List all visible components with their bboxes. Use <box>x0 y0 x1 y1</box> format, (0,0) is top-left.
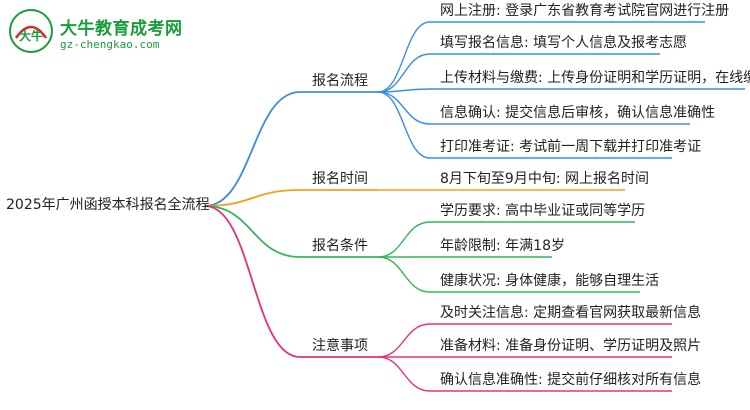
leaf-link-2-0 <box>377 221 431 258</box>
leaf-node-2-2: 健康状况: 身体健康，能够自理生活 <box>440 273 660 289</box>
leaf-node-0-2: 上传材料与缴费: 上传身份证明和学历证明，在线缴费 <box>440 70 750 86</box>
logo-url: gz-chengkao.com <box>60 38 160 51</box>
branch-label-0: 报名流程 <box>312 73 368 89</box>
leaf-link-0-1 <box>377 53 431 93</box>
leaf-link-0-4 <box>377 91 431 159</box>
leaf-node-0-3: 信息确认: 提交信息后审核，确认信息准确性 <box>440 105 716 121</box>
branch-link-2 <box>204 205 301 258</box>
leaf-node-0-0: 网上注册: 登录广东省教育考试院官网进行注册 <box>440 3 730 19</box>
logo-mark-icon: 大牛 <box>9 9 53 53</box>
leaf-link-0-0 <box>377 21 431 93</box>
root-node: 2025年广州函授本科报名全流程 <box>6 197 210 213</box>
branch-label-1: 报名时间 <box>312 171 368 187</box>
leaf-node-0-1: 填写报名信息: 填写个人信息及报考志愿 <box>440 35 688 51</box>
leaf-link-2-2 <box>377 256 431 293</box>
leaf-node-3-2: 确认信息准确性: 提交前仔细核对所有信息 <box>440 372 702 388</box>
branch-label-2: 报名条件 <box>312 238 368 254</box>
leaf-node-2-1: 年龄限制: 年满18岁 <box>440 238 565 254</box>
site-logo[interactable]: 大牛 大牛教育成考网 gz-chengkao.com <box>8 8 198 58</box>
leaf-link-3-2 <box>377 356 431 392</box>
branch-link-0 <box>204 91 301 207</box>
logo-mark-text: 大牛 <box>19 28 43 43</box>
logo-name: 大牛教育成考网 <box>60 19 183 39</box>
branch-link-3 <box>204 205 301 358</box>
leaf-node-0-4: 打印准考证: 考试前一周下载并打印准考证 <box>440 139 702 155</box>
branch-label-3: 注意事项 <box>312 338 368 354</box>
branch-link-1 <box>204 189 301 207</box>
leaf-node-1-0: 8月下旬至9月中旬: 网上报名时间 <box>440 171 649 187</box>
leaf-node-2-0: 学历要求: 高中毕业证或同等学历 <box>440 203 646 219</box>
leaf-node-3-1: 准备材料: 准备身份证明、学历证明及照片 <box>440 338 702 354</box>
leaf-node-3-0: 及时关注信息: 定期查看官网获取最新信息 <box>440 305 702 321</box>
leaf-link-0-3 <box>377 91 431 125</box>
leaf-link-3-0 <box>377 323 431 358</box>
